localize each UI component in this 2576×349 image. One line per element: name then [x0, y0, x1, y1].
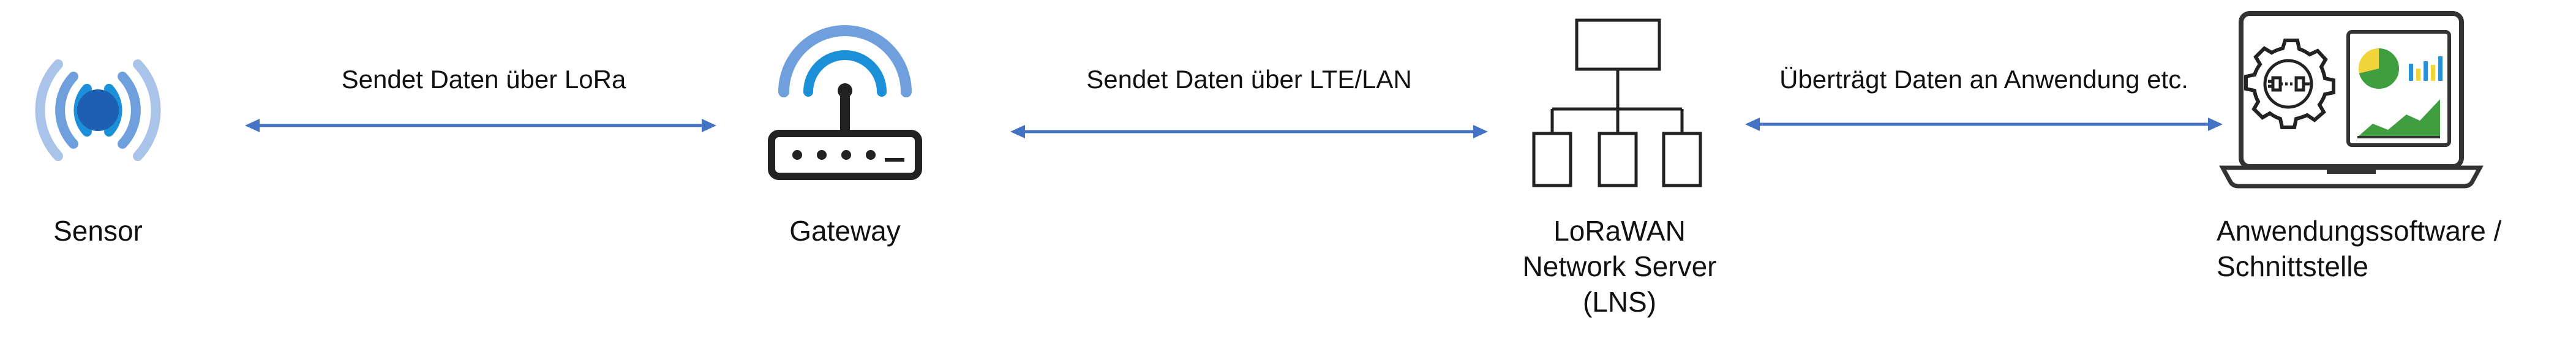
- link-label-lns-app: Überträgt Daten an Anwendung etc.: [1779, 65, 2188, 94]
- node-label-lns: LoRaWAN Network Server (LNS): [1522, 215, 1717, 318]
- node-label-app: Anwendungssoftware / Schnittstelle: [2217, 215, 2502, 282]
- laptop-dashboard-icon: [2219, 11, 2484, 189]
- sensor-icon: [35, 59, 161, 161]
- link-label-gateway-lns: Sendet Daten über LTE/LAN: [1086, 65, 1412, 94]
- gateway-router-icon: [768, 25, 922, 180]
- arrow-gateway-lns: [1010, 125, 1488, 138]
- node-label-sensor: Sensor: [53, 215, 143, 247]
- dashboard-chart-icon: [2346, 30, 2451, 147]
- gear-plug-icon: [2244, 39, 2335, 129]
- link-label-sensor-gateway: Sendet Daten über LoRa: [341, 65, 626, 94]
- node-label-gateway: Gateway: [789, 215, 901, 247]
- arrow-sensor-gateway: [245, 119, 716, 132]
- arrow-lns-app: [1745, 118, 2223, 131]
- network-server-icon: [1532, 18, 1702, 187]
